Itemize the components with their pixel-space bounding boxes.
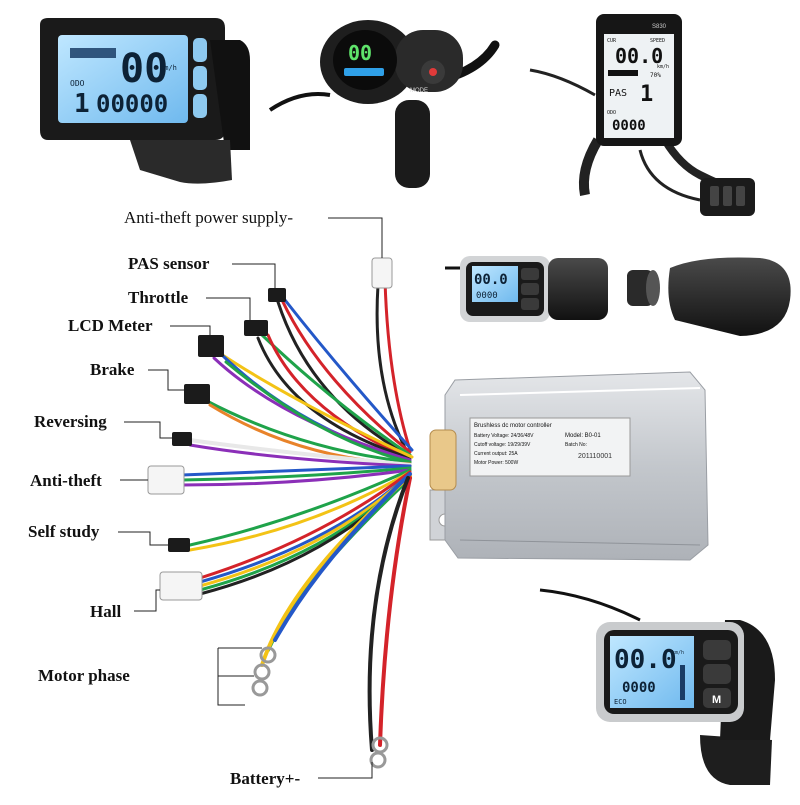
lcd-display-3: S830 CUR SPEED 00.0 km/h 70% PAS 1 ODO 0… [529,14,755,216]
pas-connector [268,288,286,302]
svg-text:km/h: km/h [657,64,669,70]
spec-label [469,417,631,477]
label-battery: Battery+- [230,769,301,788]
svg-text:Cutoff voltage: 19/29/39V: Cutoff voltage: 19/29/39V [474,442,531,448]
lcd-display-4: 00.0 0000 [445,256,791,336]
battery-terminal-neg [369,751,387,769]
label-anti-theft-power-supply: Anti-theft power supply- [124,208,294,227]
svg-text:CUR: CUR [607,38,617,44]
lcd-meter-connector [198,335,224,357]
svg-text:ECO: ECO [614,698,627,706]
label-self-study: Self study [28,522,100,541]
mode-button-4[interactable] [521,298,539,310]
svg-text:ODO: ODO [70,79,85,88]
motor-controller: Brushless dc motor controller Battery Vo… [429,371,709,561]
svg-text:0000: 0000 [612,118,646,134]
svg-text:MODE: MODE [410,88,428,94]
svg-text:PAS: PAS [609,88,627,99]
label-brake: Brake [90,360,135,379]
svg-text:0000: 0000 [476,291,498,301]
svg-text:Motor Power: 500W: Motor Power: 500W [474,460,518,466]
phase-terminal-2 [253,663,271,681]
svg-text:SPEED: SPEED [650,38,665,44]
throttle-connector [244,320,268,336]
power-button-5[interactable] [703,664,731,684]
up-button-5[interactable] [703,640,731,660]
speed-readout-1: 00 [120,46,168,92]
svg-text:00000: 00000 [96,90,168,118]
svg-text:km/h: km/h [672,650,684,656]
svg-text:00.0: 00.0 [615,44,663,68]
down-button-1[interactable] [193,94,207,118]
cable-gland [429,429,457,491]
label-anti-theft: Anti-theft [30,471,102,490]
svg-text:1: 1 [74,89,90,119]
lcd-screen-3 [604,34,674,138]
lcd-display-5: 00.0 km/h 0000 ECO M [539,588,775,785]
svg-text:0000: 0000 [622,680,656,696]
anti-theft-power-connector [371,257,393,289]
svg-text:Batch No:: Batch No: [565,442,587,448]
svg-text:km/h: km/h [160,64,177,72]
svg-text:00: 00 [348,41,372,65]
thumb-throttle-2[interactable] [395,100,430,188]
hall-connector [159,571,203,601]
svg-text:201110001: 201110001 [578,453,612,460]
power-button-1[interactable] [193,66,207,90]
svg-text:1: 1 [640,82,653,107]
lcd-display-1: 00 km/h ODO 1 00000 [40,18,250,184]
label-throttle: Throttle [128,288,189,307]
wire-harness [180,278,414,752]
svg-text:Brushless dc motor controller: Brushless dc motor controller [474,423,552,429]
svg-text:S830: S830 [652,24,667,30]
svg-text:Battery Voltage: 24/36/48V: Battery Voltage: 24/36/48V [474,433,534,439]
connectors [147,257,393,769]
self-study-connector [168,538,190,552]
anti-theft-connector [147,465,185,495]
leader-lines [118,217,383,779]
twist-throttle-4[interactable] [548,258,608,320]
svg-text:00.0: 00.0 [474,272,508,288]
label-lcd-meter: LCD Meter [68,316,153,335]
label-motor-phase: Motor phase [38,666,130,685]
svg-text:Current output: 25A: Current output: 25A [474,451,518,457]
svg-text:M: M [712,694,721,706]
lcd-display-2: 00 MODE [268,20,500,188]
thumb-throttle-5[interactable] [700,735,772,785]
svg-text:00.0: 00.0 [614,645,677,675]
reversing-connector [172,432,192,446]
svg-text:70%: 70% [650,72,661,79]
lcd-screen-4 [472,266,518,302]
label-hall: Hall [90,602,122,621]
label-pas-sensor: PAS sensor [128,254,210,273]
hand-grip-4 [668,257,791,336]
up-button-4[interactable] [521,268,539,280]
svg-text:ODO: ODO [607,110,616,116]
phase-terminal-3 [251,679,269,697]
m-button-5[interactable] [703,688,731,708]
up-button-1[interactable] [193,38,207,62]
brake-connector [184,384,210,404]
phase-terminal-1 [259,646,277,664]
label-reversing: Reversing [34,412,107,431]
power-button-4[interactable] [521,283,539,295]
svg-text:Model: B0-01: Model: B0-01 [565,433,601,439]
